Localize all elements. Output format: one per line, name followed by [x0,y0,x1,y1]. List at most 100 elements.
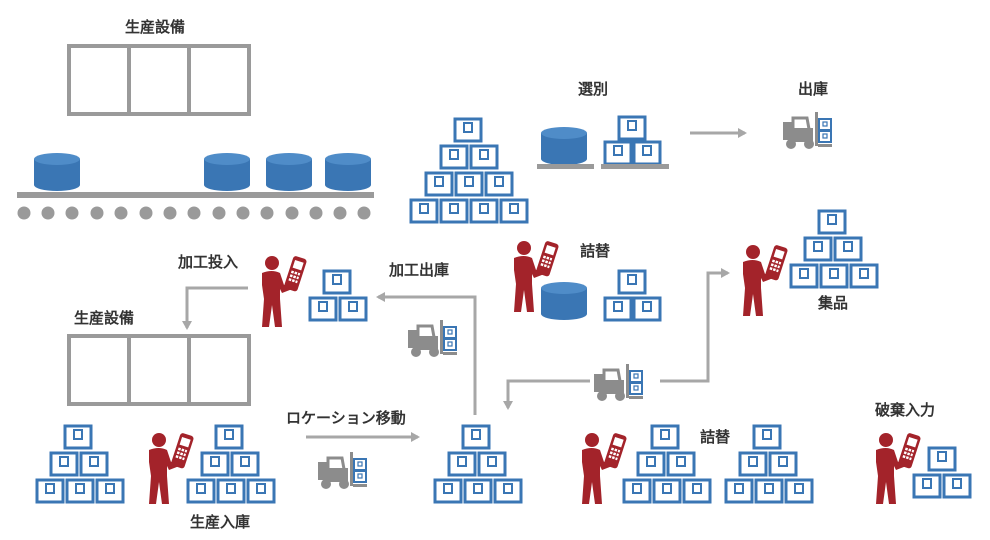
box-stack-processing [308,269,368,322]
conveyor-roller-icon [41,206,55,220]
box-icon [214,424,244,450]
box-icon [461,424,491,450]
conveyor-roller-icon [90,206,104,220]
box-icon [632,296,662,322]
box-icon [469,144,499,170]
box-icon [454,171,484,197]
label-processing-output: 加工出庫 [389,261,450,279]
box-icon [409,198,439,224]
forklift-icon [592,362,645,403]
box-icon [752,424,782,450]
box-icon [849,263,879,289]
box-icon [632,140,662,166]
box-icon [833,236,863,262]
box-pyramid-receiving-right [186,424,276,504]
box-icon [246,478,276,504]
drum-icon [34,153,80,191]
drum-icon [266,153,312,191]
drum-icon [541,282,587,320]
production-machine-top [67,44,251,116]
box-pyramid-location [433,424,523,504]
box-icon [652,478,682,504]
conveyor-roller-icon [163,206,177,220]
box-icon [230,451,260,477]
box-stack-disposal [912,446,972,499]
label-disposal-input: 破棄入力 [875,401,936,419]
drum-icon [541,127,587,165]
box-icon [35,478,65,504]
drum-icon [325,153,371,191]
forklift-icon [781,110,834,151]
box-icon [738,451,768,477]
box-icon [789,263,819,289]
box-icon [817,209,847,235]
box-icon [477,451,507,477]
label-location-move: ロケーション移動 [286,409,406,427]
box-icon [439,198,469,224]
conveyor-roller-icon [187,206,201,220]
label-collection: 集品 [818,294,849,312]
box-pyramid-repack-left [622,424,712,504]
box-icon [617,269,647,295]
box-icon [463,478,493,504]
box-icon [636,451,666,477]
conveyor-roller-icon [17,206,31,220]
box-icon [617,115,647,141]
box-icon [433,478,463,504]
label-production-top: 生産設備 [125,18,186,36]
box-icon [49,451,79,477]
box-icon [95,478,125,504]
conveyor-roller-icon [285,206,299,220]
conveyor-roller-icon [309,206,323,220]
arrow-icon [376,292,477,415]
box-icon [622,478,652,504]
box-pyramid-repack-right [724,424,814,504]
worker-with-scanner-icon [262,255,308,327]
box-icon [453,117,483,143]
box-stack-repack-mid [603,269,662,322]
forklift-icon [316,450,369,491]
box-icon [439,144,469,170]
conveyor-roller-icon [333,206,347,220]
conveyor-roller-icon [236,206,250,220]
box-icon [682,478,712,504]
box-icon [650,424,680,450]
forklift-icon [406,318,459,359]
box-icon [803,236,833,262]
box-icon [469,198,499,224]
conveyor-roller-icon [357,206,371,220]
box-icon [424,171,454,197]
box-icon [447,451,477,477]
box-pyramid-collection [789,209,879,289]
box-icon [216,478,246,504]
box-icon [754,478,784,504]
arrow-icon [182,286,248,330]
label-sorting: 選別 [578,80,609,98]
production-machine-mid [67,334,251,406]
label-processing-input: 加工投入 [178,253,239,271]
drum-icon [204,153,250,191]
label-repack-mid: 詰替 [580,242,611,260]
box-icon [942,473,972,499]
worker-with-scanner-icon [743,244,789,316]
arrow-icon [660,268,730,383]
conveyor [17,153,374,220]
box-pyramid-top [409,117,529,224]
worker-with-scanner-icon [582,432,628,504]
box-icon [484,171,514,197]
box-icon [186,478,216,504]
conveyor-roller-icon [212,206,226,220]
box-icon [784,478,814,504]
box-icon [603,140,633,166]
label-production-mid: 生産設備 [74,309,135,327]
box-icon [493,478,523,504]
arrow-icon [506,379,590,408]
box-icon [322,269,352,295]
label-production-receiving: 生産入庫 [190,513,251,531]
box-icon [768,451,798,477]
box-icon [63,424,93,450]
conveyor-roller-icon [114,206,128,220]
box-icon [724,478,754,504]
box-icon [338,296,368,322]
